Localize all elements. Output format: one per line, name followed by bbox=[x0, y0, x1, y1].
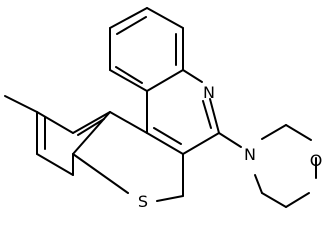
atom-nitrogen-pyridine: N bbox=[203, 83, 215, 102]
morpholine-ring bbox=[218, 124, 317, 208]
lower-benzene-ring bbox=[36, 111, 111, 176]
upper-benzene-ring bbox=[109, 7, 184, 92]
structure-canvas: N N O S bbox=[4, 7, 322, 211]
atom-sulfur: S bbox=[138, 192, 148, 211]
pyridine-ring bbox=[146, 69, 220, 155]
atom-oxygen-morpholine: O bbox=[310, 151, 322, 170]
methyl-bond bbox=[4, 95, 38, 113]
molecule-structure: N N O S bbox=[4, 7, 322, 211]
thiopyran-ring bbox=[72, 111, 184, 202]
atom-nitrogen-morpholine: N bbox=[244, 145, 256, 164]
